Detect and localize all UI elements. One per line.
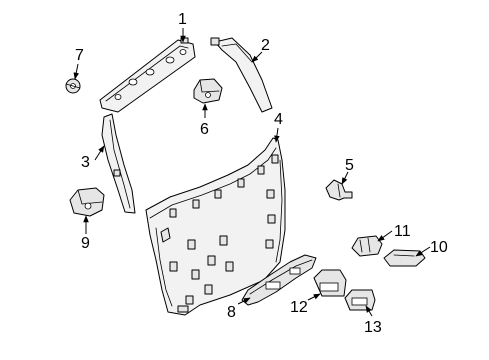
part-5-push-pin: [325, 179, 353, 201]
leader-10: [415, 246, 431, 257]
callout-11: 11: [394, 223, 411, 240]
leader-8: [237, 297, 251, 305]
callout-10: 10: [430, 239, 448, 256]
leader-arrows: [73, 28, 431, 317]
callout-6: 6: [200, 121, 209, 138]
part-13-switch: [344, 289, 376, 311]
leader-7: [73, 63, 79, 80]
part-11-retainer-clip: [351, 235, 383, 257]
part-9-lock-actuator: [69, 187, 105, 217]
callout-4: 4: [274, 111, 283, 128]
part-7-round-clip: [65, 78, 81, 94]
part-2-right-pillar-trim: [210, 37, 273, 113]
leader-2: [251, 51, 263, 63]
leader-3: [94, 145, 105, 161]
callout-2: 2: [261, 37, 270, 54]
leader-5: [341, 171, 349, 185]
part-12-switch: [313, 269, 347, 297]
callout-8: 8: [227, 304, 236, 321]
callout-5: 5: [345, 157, 354, 174]
part-4-liftgate-trim-panel: [145, 137, 286, 316]
callout-1: 1: [178, 11, 187, 28]
callout-12: 12: [290, 299, 308, 316]
part-3-left-pillar-trim: [101, 113, 136, 214]
callout-3: 3: [81, 154, 90, 171]
callout-labels: 1 2 3 4 5 6 7 8 9 10 11 12 13: [75, 11, 448, 336]
part-8-handle-assembly: [241, 254, 317, 306]
callout-13: 13: [364, 319, 382, 336]
leader-13: [365, 305, 373, 317]
part-10-switch-bezel: [383, 249, 426, 267]
part-6-latch-bracket: [193, 78, 223, 104]
callout-9: 9: [81, 235, 90, 252]
callout-7: 7: [75, 47, 84, 64]
leader-11: [377, 230, 393, 242]
leader-4: [274, 127, 280, 143]
leader-12: [307, 293, 321, 301]
part-1-upper-trim-panel: [99, 37, 196, 113]
